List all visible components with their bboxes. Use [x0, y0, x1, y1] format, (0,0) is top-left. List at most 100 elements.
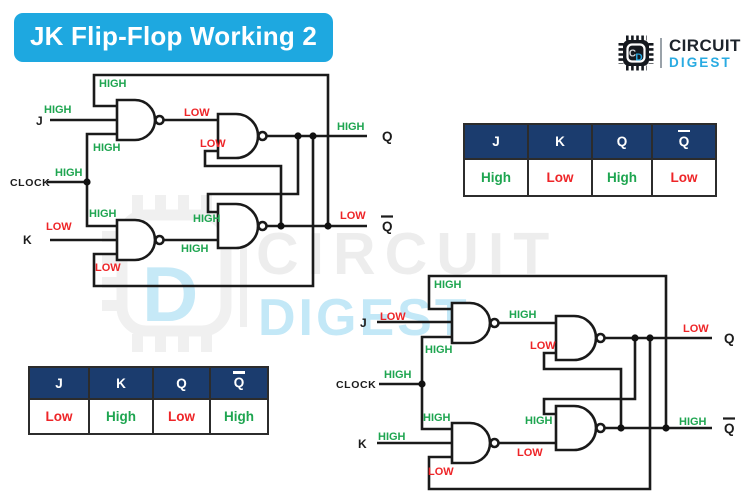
c1-k-signal: LOW	[46, 221, 72, 233]
c1-gate1-bubble	[154, 114, 165, 126]
tt1-value-qbar: Low	[653, 160, 715, 195]
c2-q-out-signal: LOW	[683, 323, 709, 335]
c1-j-signal: HIGH	[44, 104, 72, 116]
c1-clock-signal: HIGH	[55, 167, 83, 179]
tt1-header-k: K	[529, 125, 593, 160]
c1-top-feedback-wire	[92, 73, 330, 226]
c1-gate2-feedback-wire	[203, 149, 283, 226]
tt2-value-qbar: High	[211, 400, 267, 433]
c1-clock-label: CLOCK	[10, 177, 50, 189]
monogram-d: D	[635, 53, 642, 64]
c2-nand-gate-2	[554, 314, 598, 362]
table-row: High Low High Low	[465, 160, 715, 195]
c2-nand-gate-3	[450, 421, 492, 465]
c2-qbar-label: Q	[724, 421, 735, 436]
c1-j-label: J	[36, 114, 43, 128]
c2-clock-wire	[379, 335, 452, 431]
circuit2-wires	[377, 274, 712, 491]
c2-gate4-feedback-wire	[542, 338, 637, 416]
c2-gate3-feedback-signal: LOW	[428, 466, 454, 478]
c1-gate2-feedback-signal: LOW	[200, 138, 226, 150]
c2-clock-signal: HIGH	[384, 369, 412, 381]
c2-gate1-clock-signal: HIGH	[425, 344, 453, 356]
c2-nand-gate-4	[554, 404, 598, 452]
c1-clock-wire	[47, 132, 117, 228]
tt2-header-qbar: Q	[211, 368, 267, 400]
c2-j-signal: LOW	[380, 311, 406, 323]
truth-table-1: J K Q Q High Low High Low	[463, 123, 717, 197]
c2-gate2-feedback-signal: LOW	[530, 340, 556, 352]
watermark-divider	[240, 221, 247, 327]
c2-gate3-clock-signal: HIGH	[423, 412, 451, 424]
logo-divider	[660, 38, 662, 68]
tt1-header-q: Q	[593, 125, 653, 160]
c1-gate3-out-signal: HIGH	[181, 243, 209, 255]
c1-gate2-bubble	[257, 130, 268, 142]
c2-gate2-feedback-wire	[542, 351, 623, 428]
circuit1-labels: J CLOCK K Q Q HIGH HIGH LOW HIGH HIGH LO…	[10, 78, 393, 274]
tt2-header-k: K	[90, 368, 154, 400]
c1-k-label: K	[23, 233, 32, 247]
nand-gates	[115, 98, 606, 465]
c2-qbar-out-signal: HIGH	[679, 416, 707, 428]
circuitdigest-logo: C D CIRCUIT DIGEST	[618, 35, 741, 71]
c1-gate1-out-signal: LOW	[184, 107, 210, 119]
c1-bottom-feedback-wire	[92, 136, 315, 288]
tt1-value-j: High	[465, 160, 529, 195]
c2-q-label: Q	[724, 331, 735, 346]
c1-nand-gate-3	[115, 218, 157, 262]
tt2-header-j: J	[30, 368, 90, 400]
watermark-chip-logo: D	[102, 195, 247, 352]
c2-clock-label: CLOCK	[336, 379, 376, 391]
c2-top-feedback-signal: HIGH	[434, 279, 462, 291]
circuit1-wires	[47, 73, 367, 288]
table-row: Low High Low High	[30, 400, 267, 433]
tt1-value-k: Low	[529, 160, 593, 195]
c2-bottom-feedback-wire	[427, 338, 652, 491]
c1-nand-gate-4	[216, 202, 260, 250]
page-title: JK Flip-Flop Working 2	[14, 13, 334, 62]
c1-gate4-bubble	[257, 220, 268, 232]
c1-qbar-label: Q	[382, 219, 393, 234]
brand-name-circuit: CIRCUIT	[669, 35, 741, 55]
tt1-value-q: High	[593, 160, 653, 195]
c1-q-label: Q	[382, 129, 393, 144]
monogram-c: C	[629, 49, 636, 60]
c1-gate3-feedback-signal: LOW	[95, 262, 121, 274]
c1-gate4-feedback-signal: HIGH	[193, 213, 221, 225]
c2-gate4-feedback-signal: HIGH	[525, 415, 553, 427]
watermark-monogram-d: D	[142, 250, 198, 338]
c2-gate1-out-signal: HIGH	[509, 309, 537, 321]
tt2-header-q: Q	[154, 368, 211, 400]
c1-gate3-bubble	[154, 234, 165, 246]
c1-qbar-out-signal: LOW	[340, 210, 366, 222]
c2-top-feedback-wire	[427, 274, 668, 428]
c1-gate4-feedback-wire	[206, 136, 300, 214]
junction-dots	[83, 132, 670, 432]
c2-gate3-out-signal: LOW	[517, 447, 543, 459]
c1-nand-gate-2	[216, 112, 260, 160]
c1-nand-gate-1	[115, 98, 157, 142]
c1-gate3-clock-signal: HIGH	[89, 208, 117, 220]
c2-gate2-bubble	[595, 332, 606, 344]
chip-icon: C D	[618, 35, 654, 71]
tt2-value-q: Low	[154, 400, 211, 433]
c1-top-feedback-signal: HIGH	[99, 78, 127, 90]
c2-k-label: K	[358, 437, 367, 451]
truth-table-2: J K Q Q Low High Low High	[28, 366, 269, 435]
tt1-header-qbar: Q	[653, 125, 715, 160]
c2-j-label: J	[360, 316, 367, 330]
c2-gate1-bubble	[489, 317, 500, 329]
c1-gate1-clock-signal: HIGH	[93, 142, 121, 154]
brand-name-digest: DIGEST	[669, 54, 732, 70]
c1-q-out-signal: HIGH	[337, 121, 365, 133]
c2-gate4-bubble	[595, 422, 606, 434]
c2-nand-gate-1	[450, 301, 492, 345]
tt1-header-j: J	[465, 125, 529, 160]
tt2-value-k: High	[90, 400, 154, 433]
tt2-value-j: Low	[30, 400, 90, 433]
c2-k-signal: HIGH	[378, 431, 406, 443]
c2-gate3-bubble	[489, 437, 500, 449]
